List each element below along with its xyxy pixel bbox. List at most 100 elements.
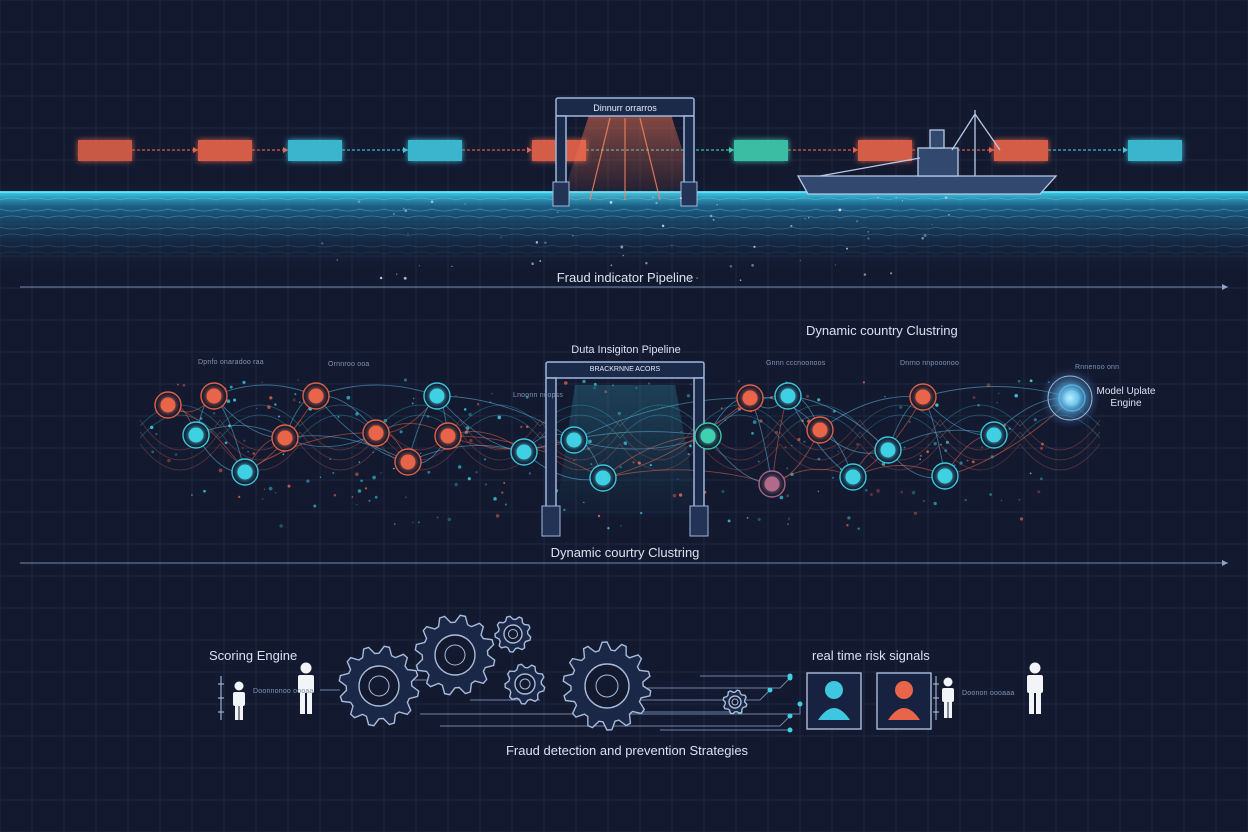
container-4 [408,140,462,161]
particle [493,496,497,501]
divider-arrow-1 [1222,284,1228,290]
risk-signals-label: real time risk signals [812,648,930,663]
particle [503,481,506,484]
sparkle [535,241,539,244]
particle [319,476,322,479]
particle [294,393,297,396]
network-node [308,388,324,404]
network-node [986,427,1002,443]
particle [372,451,374,454]
particle [687,453,690,456]
gear-cluster [338,614,748,731]
sparkle [403,276,407,280]
particle [1017,379,1021,383]
person-icon [233,681,245,720]
node-micro-label: Dpnfo onaradoo raa [198,359,264,366]
particle [457,465,462,469]
particle [528,472,532,475]
person-icon [1027,662,1043,714]
particle [504,503,507,506]
particle [784,446,787,449]
network-link [315,395,409,463]
particle [287,484,291,488]
particle [953,464,956,467]
circuit-node [787,713,793,719]
particle [520,425,523,429]
particle [928,444,930,446]
network-nodes [154,382,1086,498]
sparkle [531,262,534,265]
particle [233,398,237,402]
circuit-trace [620,689,771,701]
sparkle [834,264,836,266]
particle [380,472,382,474]
particle [174,453,178,456]
particle [351,496,354,498]
sparkle [407,233,409,235]
gear-icon [722,689,748,715]
particle [337,415,340,418]
circuit-trace [440,715,791,727]
sparkle [931,224,933,226]
particle [966,459,969,462]
gear-icon [414,614,496,696]
network-node [595,470,611,486]
particle [779,495,784,500]
container-3 [288,140,342,161]
sparkle [921,236,924,240]
particle [648,382,651,385]
gate-mid-sign: BRACKRNNE ACORS [589,366,661,373]
particle [746,517,749,519]
particle [989,493,992,496]
particle [786,467,789,470]
particle [738,380,740,383]
sparkle [622,254,625,257]
network-node [880,442,896,458]
particle [469,438,473,443]
particle [256,407,258,410]
particle [282,453,285,456]
network-link [284,435,409,463]
sparkle [379,276,383,280]
particle [467,477,471,481]
particle [899,405,903,409]
network-node [440,428,456,444]
particle [805,394,810,398]
particle [427,470,431,474]
particle [465,426,470,430]
sparkle [430,200,434,204]
particle [526,425,529,428]
particle [177,383,179,386]
pipeline-arrow [527,147,532,153]
user-avatar-icon [876,672,932,730]
sparkle [948,213,950,216]
sparkle [712,218,715,221]
particle [399,430,403,434]
container-2 [198,140,252,161]
particle [364,487,368,490]
particle [275,492,277,494]
network-node [188,427,204,443]
network-link [819,395,924,431]
particle [1000,499,1003,502]
sparkle [696,277,698,279]
particle [846,523,849,527]
particle [923,500,925,502]
particle [412,521,414,524]
particle [919,458,922,461]
particle [475,471,478,474]
glow-orb-icon [1040,368,1100,428]
particle [242,447,244,449]
particle [971,460,975,464]
particle [493,497,497,501]
particle [278,415,280,418]
particle [412,397,415,400]
network-node [764,476,780,492]
sparkle [944,196,948,200]
network-link [852,465,946,478]
container-1 [78,140,132,161]
particle [876,489,880,493]
particle [167,458,171,463]
sparkle [609,200,613,204]
sparkle [790,224,793,228]
